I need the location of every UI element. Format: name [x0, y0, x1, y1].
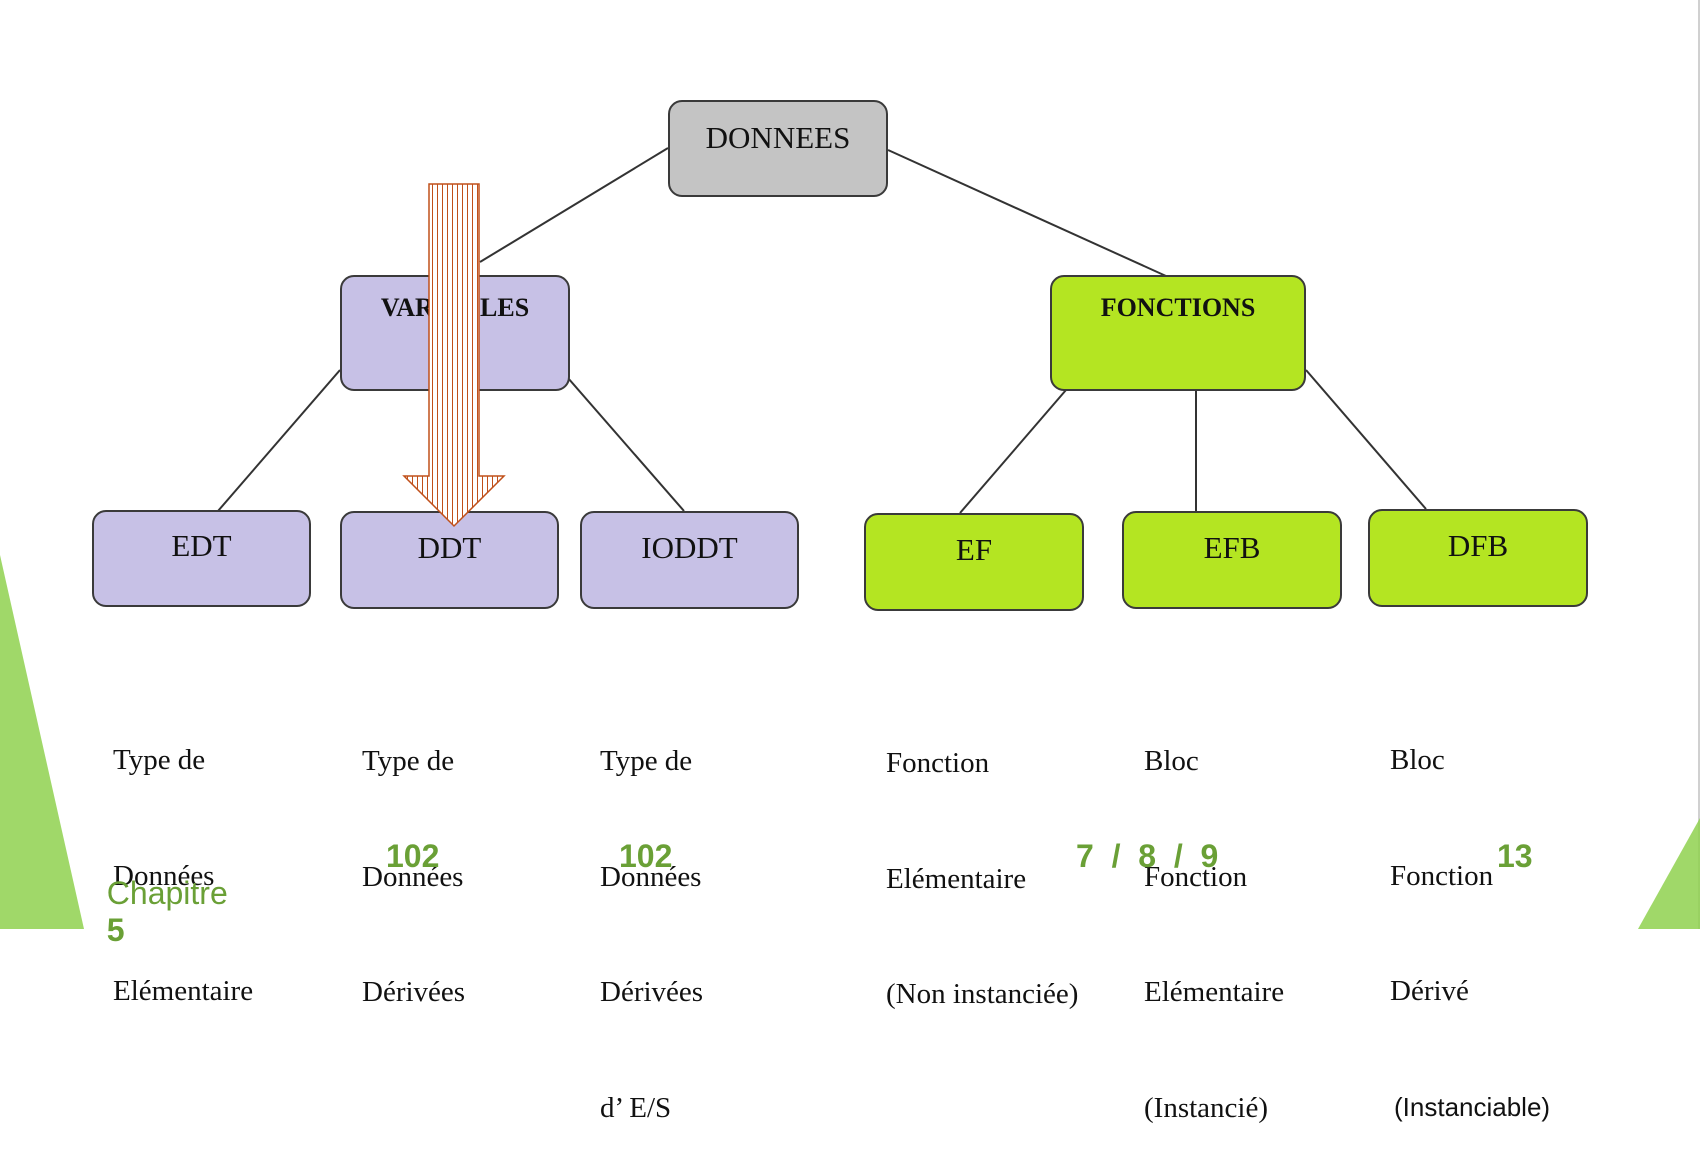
desc-line: Elémentaire [886, 862, 1027, 895]
slide-edge [1698, 0, 1700, 929]
node-edt-label: EDT [171, 528, 232, 563]
chapter-ref-edt: Chapitre 5 [89, 838, 228, 949]
desc-line: Fonction [886, 747, 990, 779]
connector-variables-ioddt [567, 377, 685, 512]
node-dfb: DFB [1368, 509, 1588, 607]
connector-root-variables [479, 147, 669, 263]
node-edt: EDT [92, 510, 311, 607]
desc-ef: Fonction Elémentaire (Non instanciée) [886, 667, 1078, 1052]
chapter-ref-ddt: 102 [386, 838, 440, 874]
node-ioddt: IODDT [580, 511, 799, 609]
desc-line: Dérivées [600, 976, 704, 1008]
desc-dfb: Bloc Fonction Dérivé (Instanciable) [1390, 664, 1550, 1165]
node-ioddt-label: IODDT [641, 530, 738, 565]
corner-triangle-right [1638, 818, 1700, 929]
node-dfb-label: DFB [1447, 528, 1509, 563]
chapter-ref-ioddt: 102 [619, 838, 673, 874]
desc-line: Elémentaire [1144, 976, 1285, 1008]
desc-line: Type de [113, 744, 206, 776]
node-ef-label: EF [955, 532, 993, 567]
desc-line: Dérivé [1390, 975, 1469, 1007]
node-fonctions: FONCTIONS [1050, 275, 1306, 391]
node-efb-label: EFB [1203, 530, 1261, 565]
desc-line: Dérivées [362, 976, 466, 1008]
connector-root-fonctions [887, 149, 1167, 277]
desc-line: Fonction [1144, 860, 1248, 893]
desc-line: Type de [600, 745, 693, 777]
striped-down-arrow-icon [402, 183, 506, 528]
desc-line: d’ E/S [600, 1091, 672, 1124]
node-ef: EF [864, 513, 1084, 611]
desc-line: (Instancié) [1144, 1091, 1268, 1124]
diagram-canvas [0, 147, 1700, 929]
node-ddt: DDT [340, 511, 559, 609]
connector-fonctions-dfb [1305, 369, 1427, 510]
node-donnees-label: DONNEES [705, 120, 851, 155]
node-fonctions-label: FONCTIONS [1100, 293, 1256, 322]
desc-line: Fonction [1390, 859, 1494, 892]
desc-line: (Instanciable) [1394, 1091, 1551, 1122]
corner-triangle-left [0, 555, 84, 929]
node-ddt-label: DDT [417, 530, 482, 565]
desc-line: Données [362, 860, 464, 893]
desc-line: Bloc [1390, 744, 1445, 776]
desc-line: Données [113, 859, 215, 892]
chapter-number: 5 [106, 912, 125, 948]
desc-efb: Bloc Fonction Elémentaire (Instancié) [1144, 665, 1284, 1166]
connector-variables-edt [217, 369, 341, 512]
chapter-label: Chapitre [106, 875, 228, 911]
connector-fonctions-ef [959, 389, 1067, 514]
node-efb: EFB [1122, 511, 1342, 609]
chapter-ref-efb: 7 / 8 / 9 [1076, 838, 1219, 874]
desc-line: Type de [362, 745, 455, 777]
desc-line: Données [600, 860, 702, 893]
desc-ioddt: Type de Données Dérivées d’ E/S [600, 665, 703, 1166]
desc-line: Elémentaire [113, 975, 254, 1007]
desc-line: (Non instanciée) [886, 978, 1079, 1010]
node-donnees: DONNEES [668, 100, 888, 197]
desc-line: Bloc [1144, 745, 1199, 777]
chapter-ref-dfb: 13 [1497, 838, 1533, 874]
